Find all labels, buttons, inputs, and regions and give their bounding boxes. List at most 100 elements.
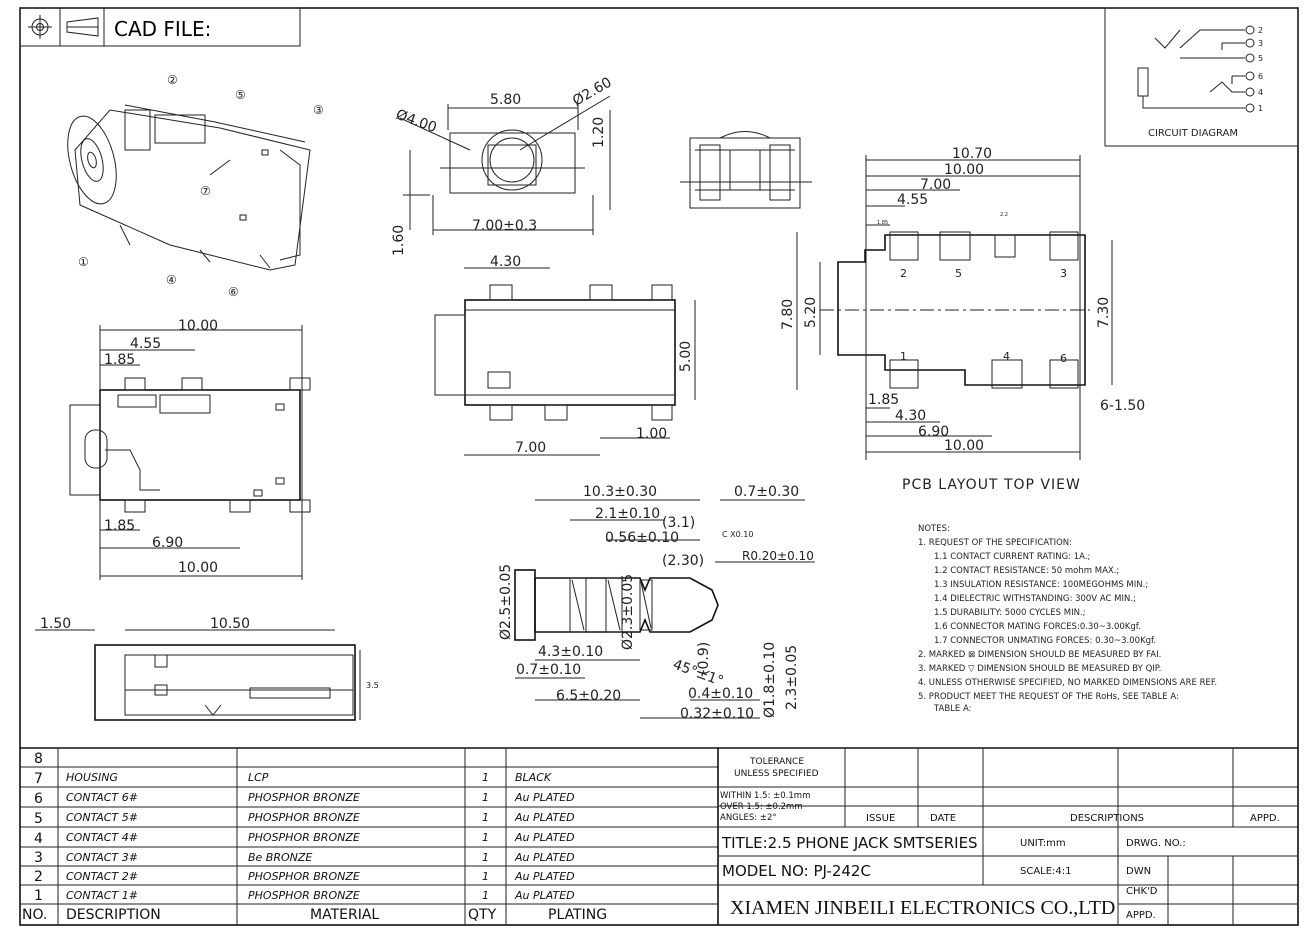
plug-dim: Ø2.3±0.05: [620, 574, 636, 650]
unit-label: UNIT:mm: [1020, 838, 1066, 849]
bom-desc: CONTACT 2#: [66, 870, 138, 883]
bom-no: 2: [34, 869, 43, 885]
isometric-view: ② ⑤ ③ ⑦ ① ④ ⑥: [67, 73, 324, 299]
pcb-pin: 2: [900, 267, 907, 280]
bom-desc: CONTACT 3#: [66, 851, 138, 864]
callout-7: ⑦: [200, 184, 211, 198]
bom-row: 7 HOUSING LCP 1 BLACK: [34, 771, 552, 787]
pcb-layout: 2 5 3 1 4 6 10.70 10.00 7.00 4.55 1.85 2…: [780, 146, 1145, 493]
bom-mat: LCP: [248, 771, 269, 784]
note-line: 4. UNLESS OTHERWISE SPECIFIED, NO MARKED…: [918, 678, 1217, 688]
pcb-dim: 4.55: [897, 192, 928, 208]
pcb-dim: 7.30: [1096, 297, 1112, 328]
scale-label: SCALE:4:1: [1020, 866, 1072, 877]
bottom-dim: 1.50: [40, 616, 71, 632]
left-dim: 1.85: [104, 518, 135, 534]
bom-no: 7: [34, 771, 43, 787]
side-dim: 7.00: [515, 440, 546, 456]
circuit-diagram-label: CIRCUIT DIAGRAM: [1148, 128, 1238, 139]
side-dim: 5.00: [678, 341, 694, 372]
front-dim: Ø4.00: [394, 107, 439, 136]
bom-mat: PHOSPHOR BRONZE: [248, 811, 360, 824]
bom-qty: 1: [482, 771, 489, 784]
pcb-dim: 10.70: [952, 146, 992, 162]
bom-qty: 1: [482, 889, 489, 902]
pcb-dim: 4.30: [895, 408, 926, 424]
plug-dim: 0.56±0.10: [605, 530, 679, 546]
drawing-number-label: DRWG. NO.:: [1126, 838, 1186, 849]
callout-4: ④: [166, 273, 177, 287]
left-dim: 10.00: [178, 318, 218, 334]
circuit-diagram: 2 3 5 6 4 1 CIRCUIT DIAGRAM: [1104, 7, 1299, 147]
bom-mat: PHOSPHOR BRONZE: [248, 870, 360, 883]
plug-view: 10.3±0.30 0.7±0.30 2.1±0.10 (3.1) 0.56±0…: [498, 484, 815, 722]
plug-dim: Ø2.5±0.05: [498, 564, 514, 640]
side-view: 4.30 5.00 7.00 1.00: [434, 254, 696, 456]
left-dim: 10.00: [178, 560, 218, 576]
callout-2: ②: [167, 73, 178, 87]
bom-plating: Au PLATED: [514, 831, 575, 844]
plug-dim: (0.9): [696, 642, 712, 675]
bom-plating: Au PLATED: [514, 811, 575, 824]
pcb-pin: 1: [900, 350, 907, 363]
note-line: 1.7 CONNECTOR UNMATING FORCES: 0.30~3.00…: [934, 636, 1156, 646]
pcb-pin: 6: [1060, 352, 1067, 365]
sheet-border: [19, 7, 1299, 926]
pin-label: 4: [1258, 88, 1263, 97]
bom-qty: 1: [482, 811, 489, 824]
bom-mat: PHOSPHOR BRONZE: [248, 791, 360, 804]
plug-dim: (3.1): [662, 515, 695, 531]
bom-desc: CONTACT 4#: [66, 831, 138, 844]
plug-dim: 2.1±0.10: [595, 506, 660, 522]
bom-header-mat: MATERIAL: [310, 907, 379, 923]
pcb-dim: 5.20: [803, 297, 819, 328]
pcb-dim: 10.00: [944, 438, 984, 454]
bom-table: 8 7 HOUSING LCP 1 BLACK 6 CONTACT 6# PHO…: [20, 747, 1298, 925]
front-dim: 1.20: [591, 117, 607, 148]
bom-row: 2 CONTACT 2# PHOSPHOR BRONZE 1 Au PLATED: [34, 869, 575, 885]
bottom-view: 1.50 10.50 3.5: [35, 616, 379, 721]
pin-label: 1: [1258, 104, 1263, 113]
bom-plating: BLACK: [515, 771, 552, 784]
note-line: 3. MARKED ▽ DIMENSION SHOULD BE MEASURED…: [918, 664, 1161, 674]
plug-dim: 0.7±0.10: [516, 662, 581, 678]
bom-no: 4: [34, 831, 43, 847]
pcb-pin: 3: [1060, 267, 1067, 280]
plug-dim: 2.3±0.05: [784, 645, 800, 710]
note-line: 1. REQUEST OF THE SPECIFICATION:: [918, 538, 1072, 548]
bom-plating: Au PLATED: [514, 870, 575, 883]
note-line: 5. PRODUCT MEET THE REQUEST OF THE RoHs,…: [918, 692, 1179, 702]
bom-header-qty: QTY: [468, 907, 497, 923]
note-line: NOTES:: [918, 524, 950, 534]
tolerance-label: TOLERANCE: [749, 757, 804, 767]
company-name: XIAMEN JINBEILI ELECTRONICS CO.,LTD: [730, 897, 1115, 919]
header-box: CAD FILE:: [19, 7, 301, 47]
bom-row: 6 CONTACT 6# PHOSPHOR BRONZE 1 Au PLATED: [34, 791, 575, 807]
bom-no: 6: [34, 791, 43, 807]
title-text: TITLE:2.5 PHONE JACK SMTSERIES: [721, 834, 978, 852]
bom-row: 4 CONTACT 4# PHOSPHOR BRONZE 1 Au PLATED: [34, 831, 575, 847]
bom-plating: Au PLATED: [514, 889, 575, 902]
side-dim: 1.00: [636, 426, 667, 442]
plug-dim: C X0.10: [722, 530, 753, 539]
plug-dim: 10.3±0.30: [583, 484, 657, 500]
drawn-label: DWN: [1126, 866, 1151, 877]
bom-qty: 1: [482, 831, 489, 844]
bottom-dim: 10.50: [210, 616, 250, 632]
bom-row: 5 CONTACT 5# PHOSPHOR BRONZE 1 Au PLATED: [34, 811, 575, 827]
side-dim: 4.30: [490, 254, 521, 270]
projection-symbol-icon: [28, 15, 99, 39]
issue-label: ISSUE: [866, 813, 895, 824]
plug-dim: 0.7±0.30: [734, 484, 799, 500]
model-number: MODEL NO: PJ-242C: [722, 862, 871, 880]
notes: NOTES: 1. REQUEST OF THE SPECIFICATION: …: [918, 524, 1217, 714]
note-line: TABLE A:: [933, 704, 972, 714]
left-top-view: 10.00 4.55 1.85 1.85 6.90 10.00: [69, 318, 311, 580]
tolerance-value: WITHIN 1.5: ±0.1mm: [720, 791, 810, 801]
pin-label: 2: [1258, 26, 1263, 35]
note-line: 1.5 DURABILITY: 5000 CYCLES MIN.;: [934, 608, 1086, 618]
bom-row: 8: [34, 751, 43, 767]
front-dim: 7.00±0.3: [472, 218, 537, 234]
bom-desc: CONTACT 6#: [66, 791, 138, 804]
